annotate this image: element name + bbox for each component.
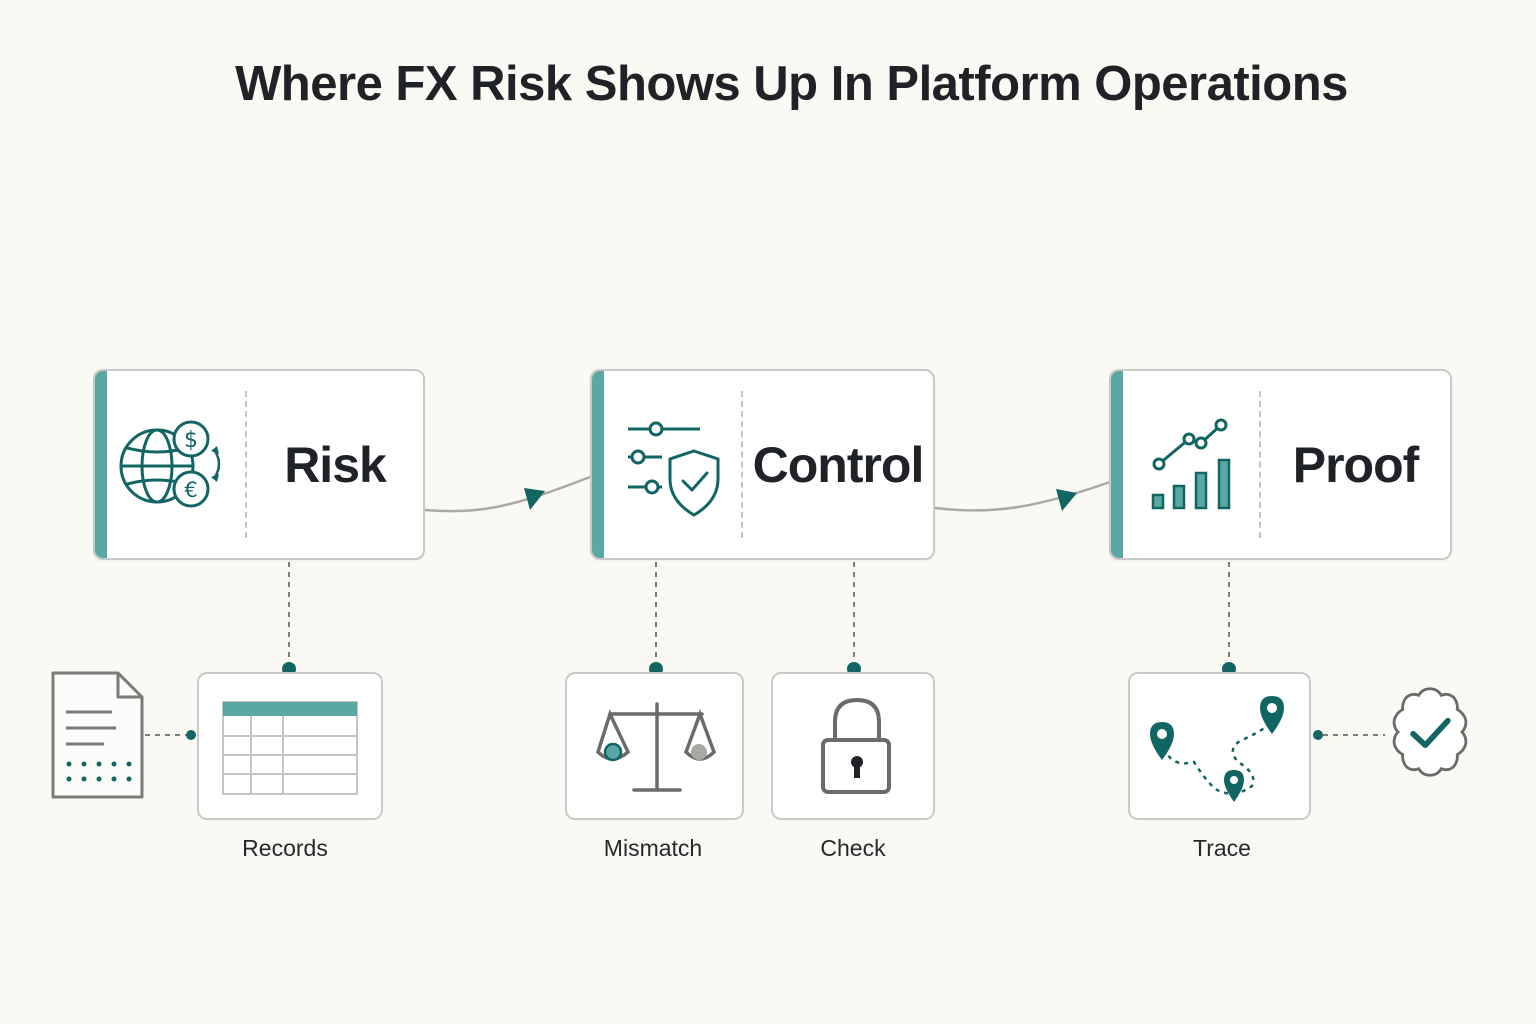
- sliders-shield-check-icon: [628, 421, 720, 517]
- leader-dot: [1313, 730, 1323, 740]
- stage-label-proof: Proof: [1292, 436, 1420, 493]
- arrow-head-2: [1056, 489, 1077, 511]
- table-icon: [222, 701, 358, 795]
- item-label-check: Check: [820, 835, 886, 861]
- stage-accent-bar: [1111, 371, 1123, 558]
- svg-text:€: €: [184, 478, 197, 502]
- leader-dot: [186, 730, 196, 740]
- flow-arrow-risk-control: [424, 475, 591, 513]
- stage-label-control: Control: [752, 436, 925, 493]
- trend-bar-chart-icon: [1151, 418, 1231, 510]
- stage-divider: [741, 391, 743, 538]
- item-label-mismatch: Mismatch: [603, 835, 703, 861]
- balance-scale-icon: [596, 702, 717, 792]
- item-box-mismatch: [565, 672, 744, 820]
- stage-card-proof: Proof: [1109, 369, 1452, 560]
- flow-arrow-control-proof: [934, 480, 1111, 512]
- stage-card-risk: $ € Risk: [93, 369, 425, 560]
- stage-divider: [245, 391, 247, 538]
- stage-accent-bar: [95, 371, 107, 558]
- stage-divider: [1259, 391, 1261, 538]
- stage-accent-bar: [592, 371, 604, 558]
- globe-currency-exchange-icon: $ €: [119, 420, 221, 508]
- padlock-icon: [821, 697, 891, 794]
- item-box-trace: [1128, 672, 1311, 820]
- item-box-records: [197, 672, 383, 820]
- map-route-pins-icon: [1150, 696, 1284, 802]
- item-label-trace: Trace: [1193, 835, 1251, 861]
- arrow-head-1: [524, 488, 545, 510]
- verified-badge-icon: [1392, 687, 1468, 777]
- page-title: Where FX Risk Shows Up In Platform Opera…: [235, 57, 1348, 111]
- item-box-check: [771, 672, 935, 820]
- stage-label-risk: Risk: [284, 436, 387, 493]
- item-label-records: Records: [242, 835, 328, 861]
- document-icon: [51, 671, 144, 799]
- svg-text:$: $: [184, 428, 198, 453]
- stage-card-control: Control: [590, 369, 935, 560]
